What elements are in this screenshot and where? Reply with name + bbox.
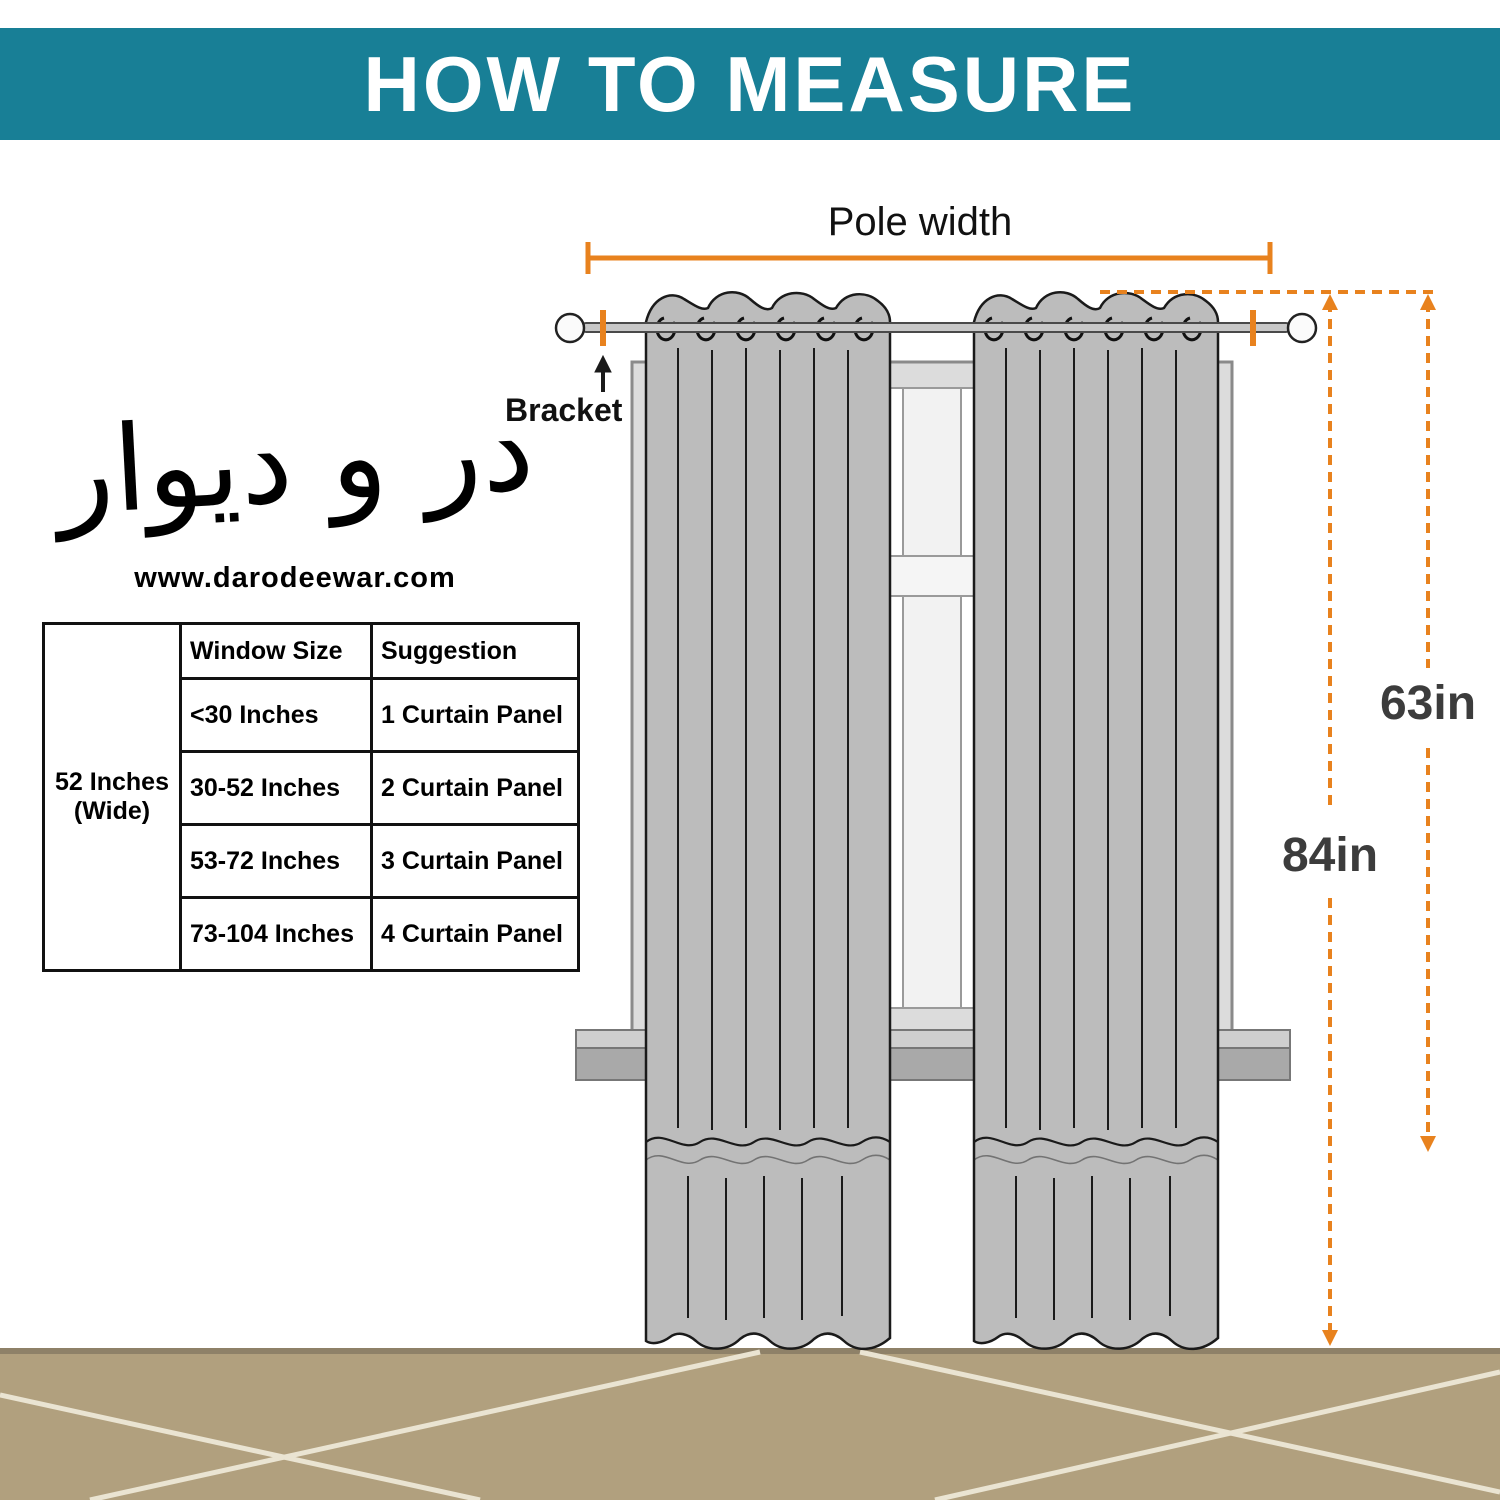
length-63-label: 63in <box>1379 677 1477 730</box>
bracket-label: Bracket <box>505 392 623 428</box>
header-banner: HOW TO MEASURE <box>0 28 1500 140</box>
suggestion-cell: 4 Curtain Panel <box>370 896 580 972</box>
length-84-label: 84in <box>1281 829 1379 882</box>
table-header-row: 52 Inches (Wide) Window Size Suggestion <box>42 622 580 972</box>
suggestion-cell: 1 Curtain Panel <box>370 677 580 753</box>
window-size-cell: 30-52 Inches <box>179 750 373 826</box>
curtain-panel-left <box>644 290 892 1351</box>
curtain-panel-right <box>972 290 1220 1351</box>
window-size-cell: 73-104 Inches <box>179 896 373 972</box>
column-window-size: Window Size <box>179 622 373 680</box>
page-title: HOW TO MEASURE <box>363 39 1137 128</box>
brand-calligraphy-logo: در و دیوار <box>52 378 538 542</box>
suggestion-cell: 2 Curtain Panel <box>370 750 580 826</box>
table-row: <30 Inches 1 Curtain Panel <box>44 677 580 753</box>
table-row: 73-104 Inches 4 Curtain Panel <box>44 896 580 972</box>
bracket-mark-left <box>600 310 606 346</box>
suggestion-cell: 3 Curtain Panel <box>370 823 580 899</box>
brand-website: www.darodeewar.com <box>134 562 456 594</box>
bracket-mark-right <box>1250 310 1256 346</box>
column-suggestion: Suggestion <box>370 622 580 680</box>
width-header-cell: 52 Inches (Wide) <box>42 622 182 972</box>
curtain-rod <box>554 310 1318 346</box>
length-measure-arrows <box>1322 294 1436 1346</box>
table-row: 30-52 Inches 2 Curtain Panel <box>44 750 580 826</box>
pole-width-line <box>585 242 1273 274</box>
window-size-cell: 53-72 Inches <box>179 823 373 899</box>
pole-width-label: Pole width <box>827 200 1013 244</box>
floor <box>0 1348 1500 1500</box>
window-size-cell: <30 Inches <box>179 677 373 753</box>
bracket-arrow-icon <box>594 354 612 392</box>
size-suggestion-table: 52 Inches (Wide) Window Size Suggestion … <box>42 622 580 972</box>
table-row: 53-72 Inches 3 Curtain Panel <box>44 823 580 899</box>
length-measure-lines <box>1100 290 1434 1334</box>
